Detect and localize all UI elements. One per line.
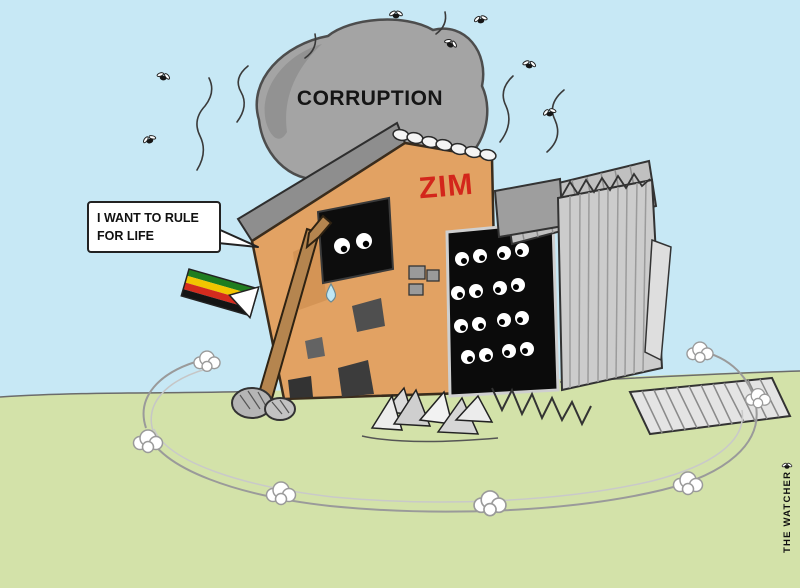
stench-lines xyxy=(196,11,565,171)
glass-shard xyxy=(418,390,453,425)
metal-sheet-strip xyxy=(644,238,672,362)
eye-pair xyxy=(454,317,486,333)
eye-pair xyxy=(455,249,487,266)
teardrop xyxy=(325,282,337,303)
eye-pair xyxy=(493,278,525,295)
eye-pair xyxy=(451,284,483,300)
door-eyes xyxy=(451,243,534,364)
ground xyxy=(0,371,800,588)
zim-label: ZIM xyxy=(418,168,475,206)
metal-corrugation xyxy=(569,180,647,388)
glass-shard xyxy=(370,394,404,431)
boulder-shadow xyxy=(264,44,322,139)
eye-pair xyxy=(461,348,493,364)
signature: THE WATCHER xyxy=(781,462,793,553)
roof-ridge xyxy=(392,128,497,162)
flag-stripe-black xyxy=(181,289,253,316)
wire-coil xyxy=(491,387,592,427)
metal-sheet-right xyxy=(556,178,664,392)
rock xyxy=(264,397,296,421)
speech-bubble: I WANT TO RULE FOR LIFE xyxy=(87,201,259,253)
rocks xyxy=(231,387,296,421)
scrap-metal xyxy=(493,159,672,392)
debris-line xyxy=(361,435,499,443)
flag-stripe-green xyxy=(187,269,259,296)
glass-shard xyxy=(392,388,432,427)
wall-patch xyxy=(305,337,325,359)
signature-label: THE WATCHER xyxy=(782,471,793,553)
trail-arc xyxy=(150,368,207,432)
window-eyes xyxy=(334,233,372,254)
dust-trail xyxy=(132,341,771,517)
eye-pair xyxy=(497,311,529,327)
eye-pair xyxy=(502,342,534,358)
bubble-box xyxy=(87,201,221,253)
eye-pair xyxy=(497,243,529,260)
log-fork xyxy=(305,214,333,250)
ridge-zigzag xyxy=(561,172,651,197)
broken-glass xyxy=(361,386,499,443)
wall-patch xyxy=(338,360,374,397)
zim-shack: ZIM xyxy=(236,121,560,401)
bubble-line-2: FOR LIFE xyxy=(97,229,154,243)
rock-hatch xyxy=(271,399,290,415)
bubble-line-1: I WANT TO RULE xyxy=(97,211,199,225)
eye-pair xyxy=(334,233,372,254)
trail-arc xyxy=(142,359,203,429)
flag-triangle xyxy=(227,285,260,320)
horizon-line-left xyxy=(0,390,263,398)
zimbabwe-flag xyxy=(180,268,260,320)
wall-patch xyxy=(352,298,385,332)
trail-arc xyxy=(153,409,744,503)
window xyxy=(316,196,395,285)
glass-shard xyxy=(454,394,494,423)
wall-vents xyxy=(408,265,440,296)
wall-patch xyxy=(288,376,313,398)
corruption-label: CORRUPTION xyxy=(297,87,443,110)
